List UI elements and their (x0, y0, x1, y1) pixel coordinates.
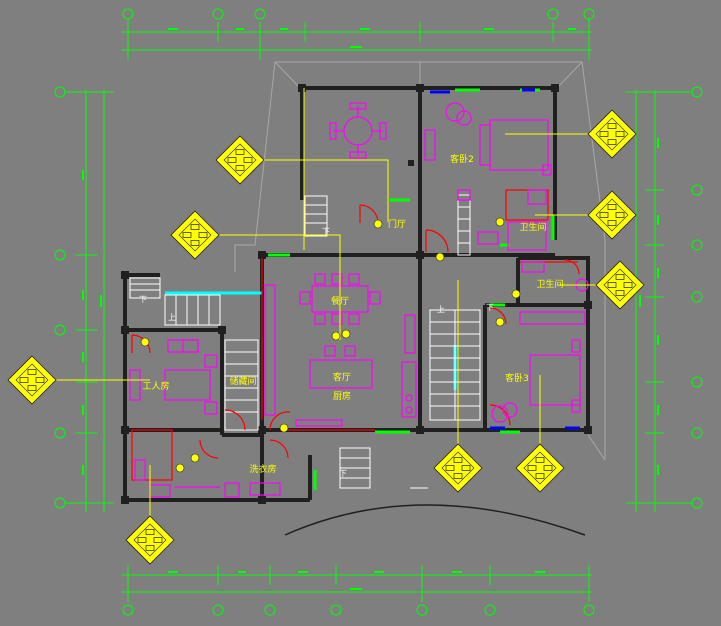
label-stair-down2: 下 (322, 227, 330, 236)
dimension-lines (76, 22, 664, 602)
callout-diamond-symbol (170, 210, 220, 260)
stair-labels: 上 上 下 下 下 下 (139, 227, 494, 478)
label-bath: 卫生间 (519, 221, 546, 233)
label-stair-up: 上 (437, 305, 445, 314)
label-stair-down3: 下 (339, 469, 347, 478)
label-living: 客厅 (333, 371, 351, 383)
room-labels: 客卧2 门厅 卫生间 卫生间 餐厅 客厅 厨房 工人房 储藏间 洗衣房 客卧3 (142, 153, 563, 475)
label-dining: 餐厅 (331, 295, 349, 307)
label-stair-down: 下 (139, 295, 147, 304)
label-bedroom2: 客卧2 (450, 153, 474, 165)
label-storage: 储藏间 (229, 375, 256, 387)
label-bedroom3: 客卧3 (505, 372, 529, 384)
label-hall: 门厅 (388, 218, 406, 230)
callout-diamond-symbol (125, 515, 175, 565)
label-stair-up2: 上 (168, 313, 176, 322)
curved-driveway (284, 504, 586, 536)
windows-blue (430, 88, 580, 430)
dimension-text-marks (82, 28, 659, 590)
doors (131, 189, 580, 481)
label-kitchen: 厨房 (333, 390, 351, 402)
callout-diamond-symbol (595, 260, 645, 310)
callout-diamond-symbol (7, 355, 57, 405)
axis-bubbles (54, 8, 703, 616)
label-bath2: 卫生间 (536, 278, 563, 290)
stairs (129, 194, 481, 489)
callout-diamonds (7, 109, 645, 565)
label-stair-down4: 下 (486, 303, 494, 312)
callout-diamond-symbol (587, 109, 637, 159)
callout-diamond-symbol (215, 135, 265, 185)
wall-columns (121, 84, 592, 504)
label-study: 工人房 (142, 380, 169, 392)
fixture-symbols (140, 217, 521, 473)
callout-diamond-symbol (515, 443, 565, 493)
roof-outline (234, 61, 606, 461)
callout-diamond-symbol (433, 443, 483, 493)
callout-diamond-symbol (587, 190, 637, 240)
label-laundry: 洗衣房 (249, 463, 276, 475)
